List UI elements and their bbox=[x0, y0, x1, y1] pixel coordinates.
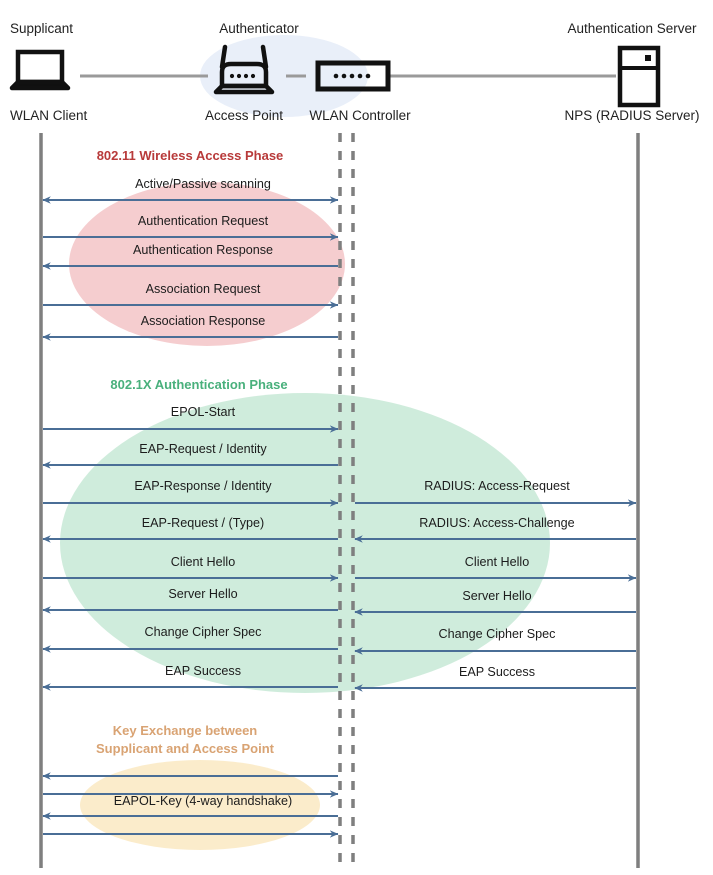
message-label: Server Hello bbox=[462, 589, 531, 603]
phase-8021x-ellipse bbox=[60, 393, 550, 693]
message-row: Association Request bbox=[43, 282, 339, 309]
message-row: Active/Passive scanning bbox=[42, 177, 339, 204]
access-point-icon bbox=[213, 44, 275, 95]
message-row: EAP-Request / Identity bbox=[42, 442, 338, 469]
actor-role-supplicant: Supplicant bbox=[10, 21, 73, 36]
message-row: EAP-Response / Identity bbox=[43, 479, 339, 507]
message-row: RADIUS: Access-Request bbox=[355, 479, 637, 507]
message-label: EAP-Request / Identity bbox=[139, 442, 267, 456]
message-row: Authentication Response bbox=[42, 243, 338, 270]
message-label: EAP-Response / Identity bbox=[134, 479, 272, 493]
actor-device-nps: NPS (RADIUS Server) bbox=[564, 108, 699, 123]
actor-device-access-point: Access Point bbox=[205, 108, 283, 123]
message-row: EAP-Request / (Type) bbox=[42, 516, 338, 543]
message-label: RADIUS: Access-Request bbox=[424, 479, 570, 493]
message-label: Association Response bbox=[141, 314, 266, 328]
message-label: Server Hello bbox=[168, 587, 237, 601]
authenticator-highlight-ellipse bbox=[200, 35, 368, 117]
actor-device-wlan-client: WLAN Client bbox=[10, 108, 88, 123]
message-label: Change Cipher Spec bbox=[145, 625, 262, 639]
laptop-icon bbox=[9, 49, 71, 91]
phase-label-80211: 802.11 Wireless Access Phase bbox=[97, 148, 284, 163]
message-row: EPOL-Start bbox=[43, 405, 339, 433]
message-row: RADIUS: Access-Challenge bbox=[354, 516, 636, 543]
message-label: RADIUS: Access-Challenge bbox=[419, 516, 574, 530]
message-label: Client Hello bbox=[465, 555, 529, 569]
message-row: Authentication Request bbox=[43, 214, 339, 241]
message-row: Change Cipher Spec bbox=[42, 625, 338, 653]
wlan-controller-icon bbox=[315, 60, 391, 92]
message-label: Authentication Request bbox=[138, 214, 269, 228]
message-row: Server Hello bbox=[42, 587, 338, 614]
message-row: Association Response bbox=[42, 314, 338, 341]
message-label: EAP Success bbox=[165, 664, 241, 678]
phase-keyexchange-ellipse bbox=[80, 760, 320, 850]
message-label: EAPOL-Key (4-way handshake) bbox=[114, 794, 293, 808]
message-row: EAPOL-Key (4-way handshake) bbox=[42, 794, 338, 820]
message-row: Change Cipher Spec bbox=[354, 627, 636, 655]
actor-role-authenticator: Authenticator bbox=[219, 21, 299, 36]
message-label: Authentication Response bbox=[133, 243, 273, 257]
message-row: Server Hello bbox=[354, 589, 636, 616]
phase-label-8021x: 802.1X Authentication Phase bbox=[110, 377, 287, 392]
message-row: Client Hello bbox=[43, 555, 339, 582]
phase-label-keyexchange-line2: Supplicant and Access Point bbox=[96, 741, 275, 756]
message-label: EPOL-Start bbox=[171, 405, 236, 419]
message-row: EAP Success bbox=[42, 664, 338, 691]
message-label: Change Cipher Spec bbox=[439, 627, 556, 641]
phase-label-keyexchange-line1: Key Exchange between bbox=[113, 723, 258, 738]
message-label: Active/Passive scanning bbox=[135, 177, 271, 191]
message-label: Association Request bbox=[146, 282, 261, 296]
actor-role-auth-server: Authentication Server bbox=[567, 21, 697, 36]
message-label: Client Hello bbox=[171, 555, 235, 569]
message-label: EAP Success bbox=[459, 665, 535, 679]
message-row: Client Hello bbox=[355, 555, 637, 582]
message-label: EAP-Request / (Type) bbox=[142, 516, 265, 530]
actor-device-wlan-controller: WLAN Controller bbox=[309, 108, 411, 123]
server-icon bbox=[617, 45, 661, 108]
message-row: EAP Success bbox=[354, 665, 636, 692]
